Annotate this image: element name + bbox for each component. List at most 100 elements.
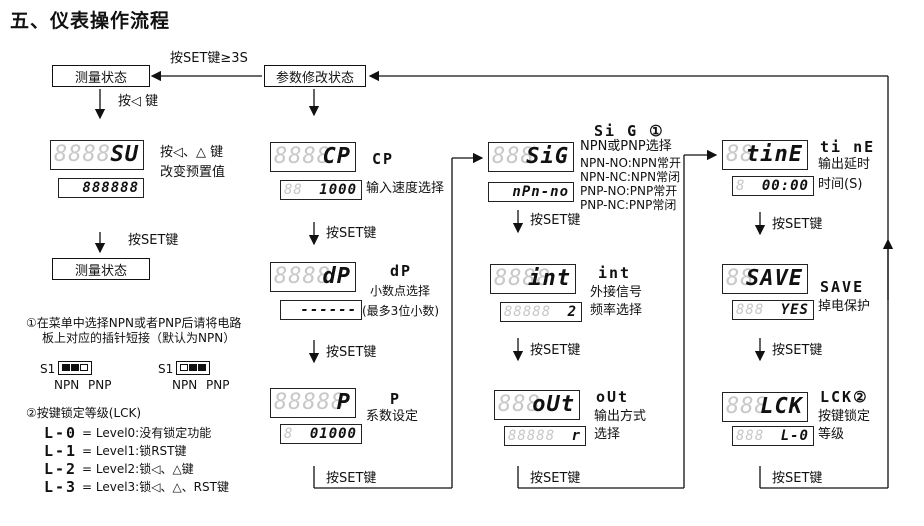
- level-3-code: L-3: [44, 478, 78, 496]
- col4-set-label-1: 按SET键: [772, 217, 823, 232]
- lck-value: L-0: [780, 428, 809, 444]
- su-display-value: SU: [110, 142, 139, 167]
- sig-display-value: SiG: [526, 144, 569, 169]
- lck-code: LCK②: [820, 388, 869, 406]
- p-value: 01000: [309, 426, 357, 442]
- int-display-value: int: [528, 266, 571, 291]
- col3-set-label-3: 按SET键: [530, 471, 581, 486]
- out-value: r: [571, 428, 581, 444]
- pnp-label-2: PNP: [206, 378, 230, 392]
- time-desc-2: 时间(S): [818, 177, 863, 192]
- save-value: YES: [780, 302, 809, 318]
- dp-code: dP: [390, 262, 413, 280]
- level-1-code: L-1: [44, 442, 78, 460]
- sig-line-1: NPN-NO:NPN常开: [580, 156, 681, 170]
- npn-label-1: NPN: [54, 378, 80, 392]
- col3-set-label-2: 按SET键: [530, 343, 581, 358]
- sig-line-2: NPN-NC:NPN常闭: [580, 170, 681, 184]
- sig-value: nPn-no: [512, 184, 569, 200]
- dp-desc-2: (最多3位小数): [362, 304, 439, 318]
- int-code: int: [598, 264, 632, 282]
- jumper-pnp: [176, 361, 210, 375]
- out-desc-2: 选择: [594, 427, 621, 442]
- su-desc-1: 按◁、△ 键: [160, 145, 224, 160]
- su-preset-value: 888888: [82, 180, 139, 196]
- cp-code: CP: [372, 150, 395, 168]
- sig-line-3: PNP-NO:PNP常开: [580, 184, 678, 198]
- sig-line-0: NPN或PNP选择: [580, 139, 672, 154]
- dp-value-display: ------: [280, 300, 362, 320]
- int-desc-2: 频率选择: [590, 303, 643, 318]
- press-left-label: 按◁ 键: [118, 94, 159, 109]
- lck-display-value: LCK: [760, 394, 803, 419]
- p-code: P: [390, 390, 402, 408]
- level-3-text: = Level3:锁◁、△、RST键: [82, 480, 229, 494]
- p-display-value: P: [336, 390, 351, 415]
- col2-set-label-1: 按SET键: [326, 226, 377, 241]
- note-1-line-b: 板上对应的插针短接（默认为NPN）: [42, 331, 236, 345]
- lck-desc-2: 等级: [818, 427, 845, 442]
- s1-label-npn: S1: [40, 362, 56, 376]
- col3-set-label-1: 按SET键: [530, 213, 581, 228]
- save-display-value: SAVE: [746, 266, 803, 291]
- lck-desc-1: 按键锁定: [818, 409, 871, 424]
- time-code: ti nE: [820, 138, 876, 156]
- out-display-value: oUt: [532, 392, 575, 417]
- cp-value: 1000: [319, 182, 357, 198]
- level-1-text: = Level1:锁RST键: [82, 444, 187, 458]
- out-code: oUt: [596, 388, 630, 406]
- col2-set-label-3: 按SET键: [326, 471, 377, 486]
- level-0-code: L-0: [44, 424, 78, 442]
- col1-set-label: 按SET键: [128, 233, 179, 248]
- dp-display-value: dP: [322, 264, 351, 289]
- param-state-box: 参数修改状态: [264, 65, 366, 87]
- out-desc-1: 输出方式: [594, 409, 647, 424]
- measure-state-box: 测量状态: [52, 65, 150, 87]
- int-value: 2: [567, 304, 577, 320]
- p-desc: 系数设定: [366, 409, 419, 424]
- dp-value: ------: [300, 302, 357, 318]
- cp-display-value: CP: [322, 144, 351, 169]
- int-desc-1: 外接信号: [590, 285, 643, 300]
- s1-label-pnp: S1: [158, 362, 174, 376]
- su-desc-2: 改变预置值: [160, 165, 226, 180]
- note-1-line-a: ①在菜单中选择NPN或者PNP后请将电路: [26, 316, 242, 330]
- col4-set-label-2: 按SET键: [772, 343, 823, 358]
- npn-label-2: NPN: [172, 378, 198, 392]
- section-title: 五、仪表操作流程: [10, 10, 171, 32]
- time-value: 00:00: [761, 178, 809, 194]
- col2-set-label-2: 按SET键: [326, 345, 377, 360]
- jumper-npn: [58, 361, 92, 375]
- sig-value-display: nPn-no: [488, 182, 574, 202]
- pnp-label-1: PNP: [88, 378, 112, 392]
- save-code: SAVE: [820, 278, 865, 296]
- sig-line-4: PNP-NC:PNP常闭: [580, 198, 677, 212]
- col4-set-label-3: 按SET键: [772, 471, 823, 486]
- cp-desc: 输入速度选择: [366, 181, 445, 196]
- level-2-text: = Level2:锁◁、△键: [82, 462, 194, 476]
- set-hold-label: 按SET键≥3S: [170, 51, 248, 66]
- note-2: ②按键锁定等级(LCK): [26, 406, 142, 420]
- time-desc-1: 输出延时: [818, 157, 871, 172]
- dp-desc-1: 小数点选择: [370, 284, 431, 298]
- measure-state-box-2: 测量状态: [52, 258, 150, 280]
- sig-code: Si G ①: [594, 122, 665, 140]
- time-display-value: tinE: [746, 142, 803, 167]
- su-preset-display: 888888: [58, 178, 144, 198]
